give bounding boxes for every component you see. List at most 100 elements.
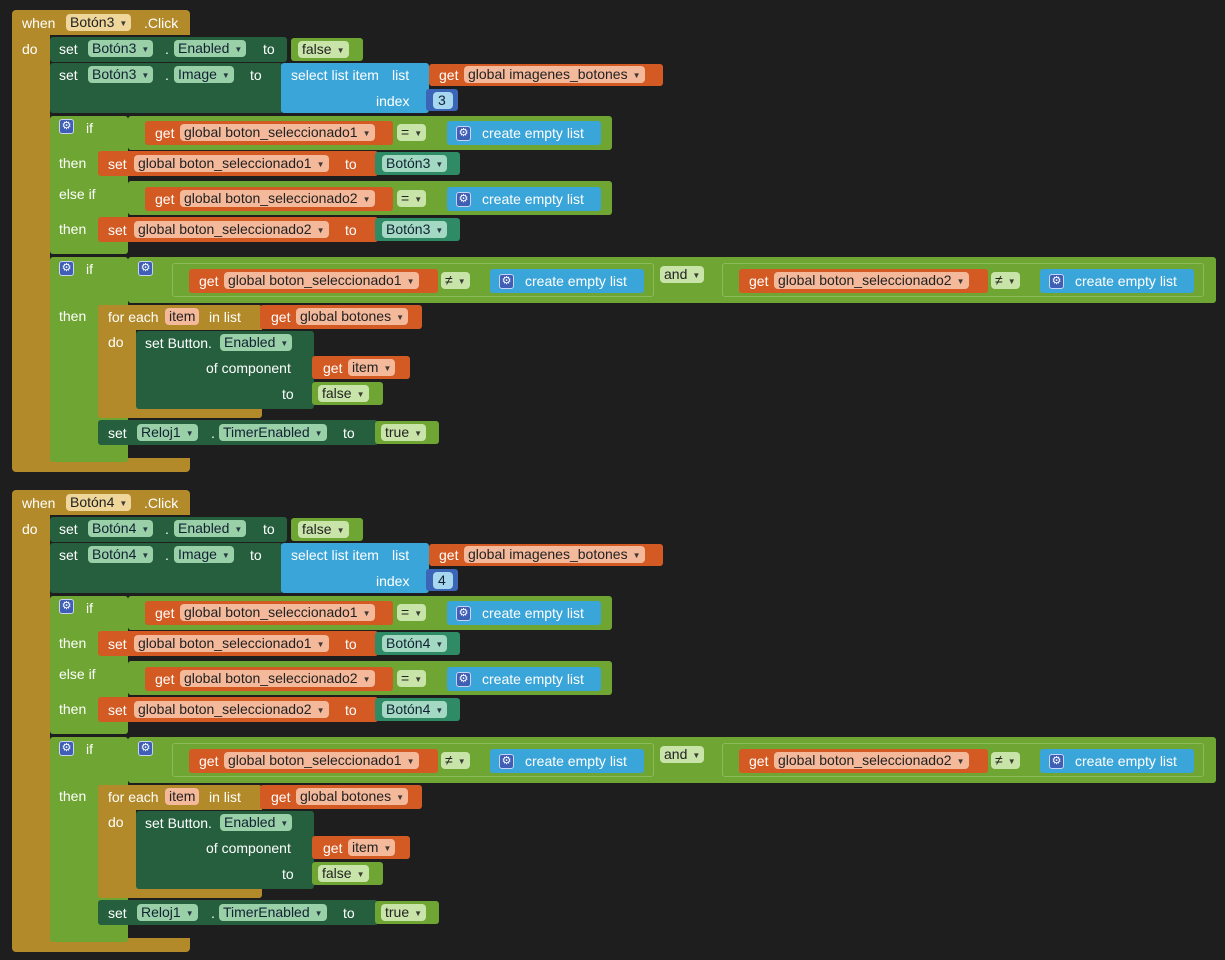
- gear-icon[interactable]: ⚙: [59, 261, 74, 276]
- variable-dropdown[interactable]: global boton_seleccionado1▼: [224, 752, 419, 769]
- gear-icon[interactable]: ⚙: [499, 754, 514, 769]
- then-label: then: [59, 701, 87, 717]
- boolean-dropdown[interactable]: true▼: [381, 424, 427, 441]
- component-dropdown[interactable]: Botón4▼: [382, 701, 448, 718]
- create-empty-list-block[interactable]: [447, 667, 601, 691]
- boolean-dropdown[interactable]: false▼: [318, 865, 369, 882]
- variable-dropdown[interactable]: global boton_seleccionado2▼: [134, 221, 329, 238]
- and-dropdown[interactable]: and▼: [660, 266, 705, 283]
- create-empty-list-block[interactable]: [447, 121, 601, 145]
- boolean-dropdown[interactable]: true▼: [381, 904, 427, 921]
- component-dropdown[interactable]: Botón4▼: [88, 546, 154, 563]
- gear-icon[interactable]: ⚙: [456, 192, 471, 207]
- variable-dropdown[interactable]: global botones▼: [296, 308, 408, 325]
- operator-dropdown[interactable]: ≠▼: [991, 752, 1020, 769]
- variable-dropdown[interactable]: global boton_seleccionado2▼: [774, 752, 969, 769]
- select-list-item-block[interactable]: [281, 63, 429, 113]
- property-dropdown[interactable]: TimerEnabled▼: [219, 424, 327, 441]
- operator-dropdown[interactable]: ≠▼: [441, 272, 470, 289]
- operator-dropdown[interactable]: =▼: [397, 604, 427, 621]
- gear-icon[interactable]: ⚙: [1049, 274, 1064, 289]
- of-component-label: of component: [206, 840, 291, 856]
- variable-dropdown[interactable]: global botones▼: [296, 788, 408, 805]
- event-block-body: [12, 35, 50, 462]
- dot-label: .: [165, 547, 169, 563]
- create-empty-list-block[interactable]: [447, 187, 601, 211]
- create-empty-list-block[interactable]: [490, 749, 644, 773]
- component-dropdown[interactable]: Botón3▼: [88, 40, 154, 57]
- dropdown-arrow-icon: ▼: [406, 277, 415, 286]
- property-dropdown[interactable]: Image▼: [174, 66, 234, 83]
- dropdown-arrow-icon: ▼: [280, 339, 289, 348]
- operator-dropdown[interactable]: ≠▼: [991, 272, 1020, 289]
- create-empty-list-block[interactable]: [1040, 749, 1194, 773]
- gear-icon[interactable]: ⚙: [1049, 754, 1064, 769]
- gear-icon[interactable]: ⚙: [59, 599, 74, 614]
- gear-icon[interactable]: ⚙: [59, 119, 74, 134]
- operator-dropdown[interactable]: =▼: [397, 670, 427, 687]
- variable-dropdown[interactable]: global boton_seleccionado1▼: [180, 124, 375, 141]
- component-dropdown[interactable]: Botón3▼: [382, 155, 448, 172]
- component-dropdown[interactable]: Botón4▼: [66, 494, 132, 511]
- gear-icon[interactable]: ⚙: [138, 741, 153, 756]
- variable-dropdown[interactable]: global imagenes_botones▼: [464, 66, 645, 83]
- gear-icon[interactable]: ⚙: [456, 672, 471, 687]
- dot-label: .: [165, 67, 169, 83]
- operator-dropdown[interactable]: ≠▼: [441, 752, 470, 769]
- property-dropdown[interactable]: Enabled▼: [174, 520, 247, 537]
- variable-dropdown[interactable]: global boton_seleccionado2▼: [134, 701, 329, 718]
- gear-icon[interactable]: ⚙: [456, 606, 471, 621]
- to-label: to: [345, 636, 357, 652]
- select-list-item-block[interactable]: [281, 543, 429, 593]
- item-variable-field[interactable]: item: [165, 788, 200, 805]
- variable-dropdown[interactable]: item▼: [348, 359, 396, 376]
- boolean-dropdown[interactable]: false▼: [318, 385, 369, 402]
- to-label: to: [282, 866, 294, 882]
- variable-dropdown[interactable]: global boton_seleccionado2▼: [180, 670, 375, 687]
- boolean-dropdown[interactable]: false▼: [298, 521, 349, 538]
- component-dropdown[interactable]: Botón3▼: [66, 14, 132, 31]
- variable-dropdown[interactable]: global imagenes_botones▼: [464, 546, 645, 563]
- gear-icon[interactable]: ⚙: [59, 741, 74, 756]
- variable-dropdown[interactable]: global boton_seleccionado1▼: [134, 635, 329, 652]
- get-label: get: [271, 309, 291, 325]
- operator-dropdown[interactable]: =▼: [397, 190, 427, 207]
- number-input[interactable]: 4: [433, 572, 453, 589]
- set-label: set: [59, 41, 78, 57]
- operator-dropdown[interactable]: =▼: [397, 124, 427, 141]
- and-dropdown[interactable]: and▼: [660, 746, 705, 763]
- variable-dropdown[interactable]: global boton_seleccionado2▼: [774, 272, 969, 289]
- create-empty-list-block[interactable]: [490, 269, 644, 293]
- component-dropdown[interactable]: Botón4▼: [382, 635, 448, 652]
- variable-dropdown[interactable]: global boton_seleccionado1▼: [180, 604, 375, 621]
- variable-dropdown[interactable]: global boton_seleccionado2▼: [180, 190, 375, 207]
- in-list-label: in list: [209, 309, 241, 325]
- to-label: to: [263, 521, 275, 537]
- set-label: set: [59, 547, 78, 563]
- boolean-dropdown[interactable]: false▼: [298, 41, 349, 58]
- gear-icon[interactable]: ⚙: [456, 126, 471, 141]
- variable-dropdown[interactable]: item▼: [348, 839, 396, 856]
- property-dropdown[interactable]: Enabled▼: [220, 814, 293, 831]
- component-dropdown[interactable]: Reloj1▼: [137, 904, 198, 921]
- component-dropdown[interactable]: Botón3▼: [88, 66, 154, 83]
- property-dropdown[interactable]: Image▼: [174, 546, 234, 563]
- gear-icon[interactable]: ⚙: [138, 261, 153, 276]
- component-dropdown[interactable]: Botón3▼: [382, 221, 448, 238]
- number-input[interactable]: 3: [433, 92, 453, 109]
- variable-dropdown[interactable]: global boton_seleccionado1▼: [224, 272, 419, 289]
- else-if-label: else if: [59, 666, 96, 682]
- set-button-label: set Button.: [145, 335, 212, 351]
- variable-dropdown[interactable]: global boton_seleccionado1▼: [134, 155, 329, 172]
- create-empty-list-block[interactable]: [447, 601, 601, 625]
- create-empty-list-block[interactable]: [1040, 269, 1194, 293]
- property-dropdown[interactable]: Enabled▼: [220, 334, 293, 351]
- property-dropdown[interactable]: Enabled▼: [174, 40, 247, 57]
- dropdown-arrow-icon: ▼: [316, 160, 325, 169]
- gear-icon[interactable]: ⚙: [499, 274, 514, 289]
- property-dropdown[interactable]: TimerEnabled▼: [219, 904, 327, 921]
- component-dropdown[interactable]: Reloj1▼: [137, 424, 198, 441]
- component-dropdown[interactable]: Botón4▼: [88, 520, 154, 537]
- item-variable-field[interactable]: item: [165, 308, 200, 325]
- create-empty-list-label: create empty list: [525, 753, 627, 769]
